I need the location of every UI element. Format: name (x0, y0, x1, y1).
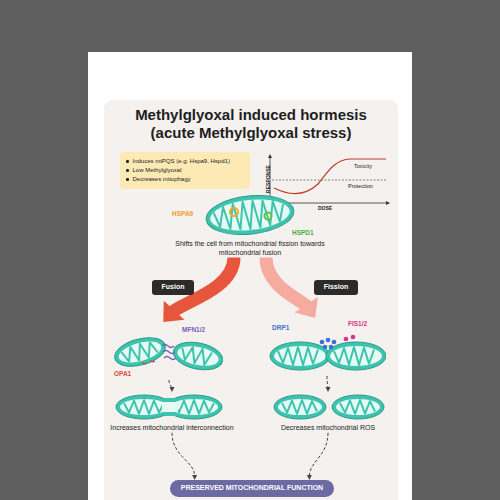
split-mitochondria: Decreases mitochondrial ROS (266, 392, 390, 433)
diagram-title: Methylglyoxal induced hormesis (acute Me… (126, 106, 376, 142)
arrow-head (295, 297, 318, 318)
fission-pill: Fission (314, 280, 358, 295)
node-text: Increases mitochondrial interconnection (110, 424, 234, 433)
bullet-text: Decreases mitophagy (133, 175, 191, 184)
dashed-arrow (169, 380, 172, 388)
bullet-text: Low Methylglyoxal (133, 166, 182, 175)
outcome-pill: PRESERVED MITOCHONDRIAL FUNCTION (170, 480, 334, 497)
graph-label: Protection (348, 183, 373, 189)
info-box: Induces mtPQS (e.g. Hspa9, Hspd1)Low Met… (120, 152, 250, 189)
bullet-row: Low Methylglyoxal (126, 166, 244, 175)
protein-label: HSPA9 (172, 210, 193, 217)
graph-label: Toxicity (354, 163, 372, 169)
arrow-head (326, 387, 331, 392)
arrow-head (163, 301, 184, 322)
mitochondrion-icon (110, 392, 234, 422)
graph-label: DOSE (318, 205, 332, 211)
arrow-head (170, 387, 175, 392)
graph-label: RESPONSE (265, 165, 271, 193)
mitochondrion-icon (170, 192, 330, 238)
fusion-pill: Fusion (152, 280, 194, 295)
node-text: Fusion (154, 283, 192, 292)
bullet-row: Decreases mitophagy (126, 175, 244, 184)
dashed-arrow (172, 433, 195, 476)
protein-label: MFN1/2 (182, 326, 205, 333)
fission-mitochondria: DRP1 FIS1/2 (268, 318, 386, 376)
bullet-dot (126, 178, 129, 181)
dashed-arrow (327, 376, 328, 388)
fusion-mitochondria: MFN1/2OPA1 (112, 322, 226, 380)
node-text: Decreases mitochondrial ROS (266, 424, 390, 433)
bullet-text: Induces mtPQS (e.g. Hspa9, Hspd1) (133, 157, 230, 166)
node-text: Fission (316, 283, 356, 292)
protein-label: OPA1 (114, 370, 131, 377)
fused-mitochondrion: Increases mitochondrial interconnection (110, 392, 234, 433)
protein-label: FIS1/2 (348, 320, 367, 327)
mitochondrion-icon (266, 392, 390, 422)
node-text: Shifts the cell from mitochondrial fissi… (170, 240, 330, 258)
mitochondrion-node: Shifts the cell from mitochondrial fissi… (170, 192, 330, 258)
flow-arrow (266, 258, 308, 308)
bullet-dot (126, 169, 129, 172)
dashed-arrow (309, 433, 328, 476)
protein-label: HSPD1 (292, 229, 314, 236)
protein-label: DRP1 (272, 324, 289, 331)
bullet-dot (126, 160, 129, 163)
bullet-row: Induces mtPQS (e.g. Hspa9, Hspd1) (126, 157, 244, 166)
node-text: PRESERVED MITOCHONDRIAL FUNCTION (174, 484, 330, 493)
